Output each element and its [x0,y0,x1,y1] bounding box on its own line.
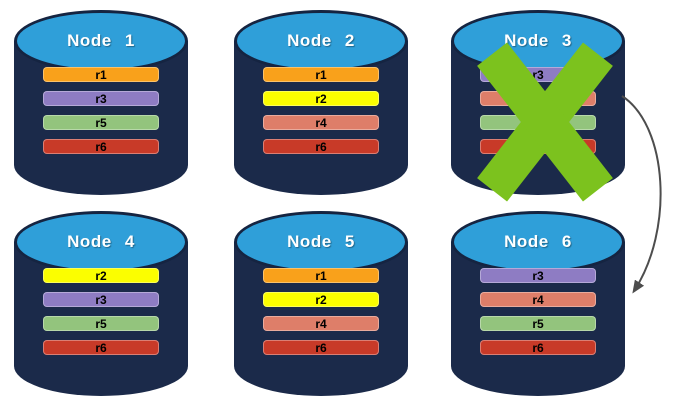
replica-list: r1 r3 r5 r6 [43,67,159,154]
replica-list: r1 r2 r4 r6 [263,67,379,154]
cylinder-top: Node 5 [234,211,408,273]
replica-bar: r2 [43,268,159,283]
replica-bar: r5 [43,316,159,331]
replica-bar: r5 [43,115,159,130]
node-1: Node 1 r1 r3 r5 r6 [14,10,188,195]
cylinder-top: Node 4 [14,211,188,273]
cylinder-top: Node 3 [451,10,625,72]
replica-bar: r4 [480,91,596,106]
node-title: Node 5 [287,232,355,251]
replica-list: r3 r4 r5 r6 [480,67,596,154]
replica-bar: r3 [43,91,159,106]
node-2: Node 2 r1 r2 r4 r6 [234,10,408,195]
replica-bar: r1 [43,67,159,82]
replica-bar: r5 [480,316,596,331]
replica-bar: r5 [480,115,596,130]
replica-bar: r4 [480,292,596,307]
replica-bar: r6 [43,139,159,154]
cylinder-top: Node 6 [451,211,625,273]
replica-bar: r4 [263,115,379,130]
cylinder-top: Node 1 [14,10,188,72]
node-title: Node 1 [67,31,135,50]
replica-bar: r6 [480,340,596,355]
node-title: Node 2 [287,31,355,50]
replica-list: r3 r4 r5 r6 [480,268,596,355]
replica-bar: r1 [263,67,379,82]
replica-list: r1 r2 r4 r6 [263,268,379,355]
replica-bar: r2 [263,292,379,307]
node-6: Node 6 r3 r4 r5 r6 [451,211,625,396]
replica-bar: r2 [263,91,379,106]
node-5: Node 5 r1 r2 r4 r6 [234,211,408,396]
node-title: Node 4 [67,232,135,251]
replica-bar: r6 [43,340,159,355]
failover-arrow-path [621,95,662,294]
replica-bar: r3 [43,292,159,307]
replica-bar: r6 [480,139,596,154]
replica-bar: r3 [480,67,596,82]
cylinder-top: Node 2 [234,10,408,72]
replica-bar: r3 [480,268,596,283]
replica-bar: r4 [263,316,379,331]
node-title: Node 6 [504,232,572,251]
node-title: Node 3 [504,31,572,50]
replica-bar: r6 [263,139,379,154]
replica-bar: r6 [263,340,379,355]
replica-list: r2 r3 r5 r6 [43,268,159,355]
replica-bar: r1 [263,268,379,283]
node-3: Node 3 r3 r4 r5 r6 [451,10,625,202]
node-4: Node 4 r2 r3 r5 r6 [14,211,188,396]
